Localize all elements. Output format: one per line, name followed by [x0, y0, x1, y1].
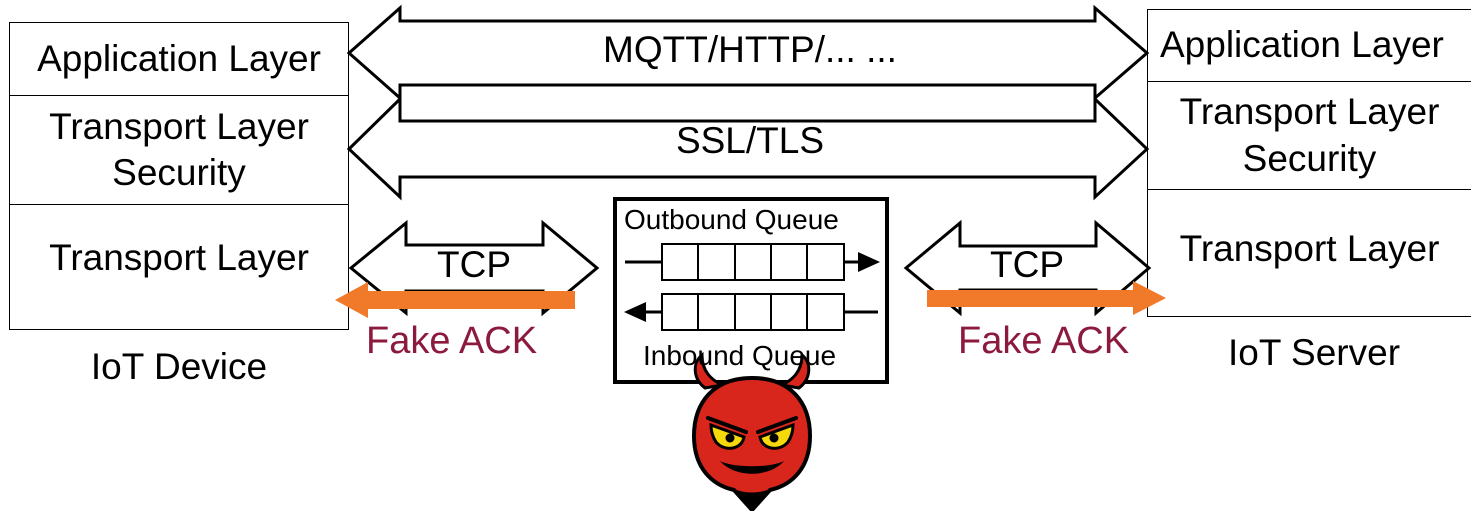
- outbound-queue: [625, 243, 880, 281]
- outbound-queue-label: Outbound Queue: [624, 204, 839, 235]
- tls-protocol-arrow: [346, 95, 1150, 201]
- tcp-left-label: TCP: [437, 244, 511, 285]
- application-protocol-arrow: [346, 4, 1150, 102]
- application-protocol-label: MQTT/HTTP/... ...: [603, 29, 897, 70]
- iot-server-stack: Application Layer Transport Layer Securi…: [1147, 9, 1471, 317]
- device-transport-layer-label: Transport Layer: [49, 237, 309, 278]
- server-tls-layer: Transport Layer Security: [1148, 82, 1471, 190]
- fake-ack-left-arrow: [335, 282, 575, 318]
- server-application-layer-label: Application Layer: [1160, 24, 1444, 66]
- fake-ack-left-label: Fake ACK: [366, 320, 538, 362]
- server-transport-layer-label: Transport Layer: [1179, 228, 1440, 269]
- inbound-queue-label: Inbound Queue: [643, 340, 837, 371]
- device-application-layer: Application Layer: [10, 23, 348, 96]
- device-tls-layer-label: Transport Layer Security: [49, 105, 309, 193]
- server-tls-layer-label: Transport Layer Security: [1179, 91, 1440, 179]
- iot-device-label: IoT Device: [90, 346, 268, 387]
- device-transport-layer: Transport Layer: [10, 205, 348, 315]
- fake-ack-right-arrow: [927, 281, 1166, 315]
- server-application-layer: Application Layer: [1148, 10, 1471, 82]
- tcp-right-label: TCP: [990, 244, 1064, 285]
- device-application-layer-label: Application Layer: [37, 37, 321, 79]
- attacker-box: [613, 197, 889, 384]
- iot-device-stack: Application Layer Transport Layer Securi…: [9, 22, 349, 330]
- tls-protocol-label: SSL/TLS: [675, 120, 825, 161]
- iot-server-label: IoT Server: [1227, 332, 1401, 373]
- inbound-queue: [624, 293, 878, 331]
- server-transport-layer: Transport Layer: [1148, 190, 1471, 300]
- devil-attacker-icon: [691, 351, 813, 511]
- device-tls-layer: Transport Layer Security: [10, 96, 348, 205]
- fake-ack-right-label: Fake ACK: [958, 320, 1130, 362]
